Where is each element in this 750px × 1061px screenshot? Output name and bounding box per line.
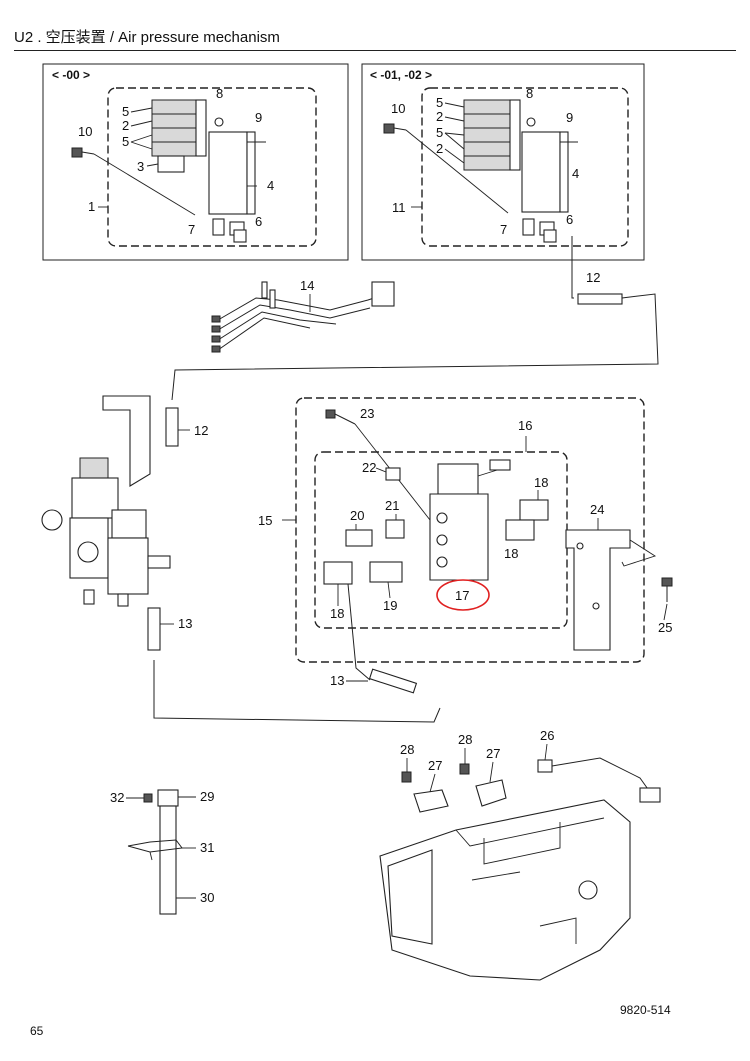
- hose-12-right: [571, 236, 574, 299]
- callout-16: 16: [518, 418, 532, 433]
- callout-15: 15: [258, 513, 272, 528]
- callout-left-1: 1: [88, 199, 95, 214]
- filter-regulator: [41, 395, 171, 607]
- callout-left-4: 4: [267, 178, 274, 193]
- callout-left-2: 2: [122, 118, 129, 133]
- variant-label-right: < -01, -02 >: [370, 68, 432, 82]
- clamps: [401, 763, 507, 813]
- solenoid-valve: [429, 459, 511, 581]
- hose-13-middle: [347, 583, 371, 681]
- page-number: 65: [30, 1024, 44, 1038]
- callout-12-left: 12: [194, 423, 208, 438]
- callout-left-7: 7: [188, 222, 195, 237]
- callout-19: 19: [383, 598, 397, 613]
- callout-27a: 27: [428, 758, 442, 773]
- callout-21: 21: [385, 498, 399, 513]
- callout-right-6: 6: [566, 212, 573, 227]
- callout-left-10: 10: [78, 124, 92, 139]
- callout-20: 20: [350, 508, 364, 523]
- callout-31: 31: [200, 840, 214, 855]
- callout-28b: 28: [458, 732, 472, 747]
- callout-29: 29: [200, 789, 214, 804]
- variant-subgroup-left: [107, 87, 317, 247]
- callout-17: 17: [455, 588, 469, 603]
- cylinder-right: [521, 117, 578, 213]
- callout-30: 30: [200, 890, 214, 905]
- title-divider: [14, 50, 736, 51]
- callout-23: 23: [360, 406, 374, 421]
- callouts-bed: 28 28 27 27 26: [400, 728, 554, 793]
- variant-frame-right: [361, 63, 645, 261]
- callout-25: 25: [658, 620, 672, 635]
- callout-right-5b: 5: [436, 125, 443, 140]
- tube-13-left: [147, 607, 161, 651]
- valve-outer-group: [295, 397, 645, 663]
- callout-right-5a: 5: [436, 95, 443, 110]
- mounting-bracket: [565, 529, 673, 651]
- callout-right-2b: 2: [436, 141, 443, 156]
- callout-32: 32: [110, 790, 124, 805]
- callout-right-7: 7: [500, 222, 507, 237]
- variant-frame-left: [42, 63, 349, 261]
- callout-right-2a: 2: [436, 109, 443, 124]
- callout-12-right: 12: [586, 270, 600, 285]
- callout-left-5a: 5: [122, 104, 129, 119]
- callout-13-middle: 13: [330, 673, 344, 688]
- callout-left-8: 8: [216, 86, 223, 101]
- callouts-right: 10 5 2 5 2 8 9 4 11 7 6: [391, 86, 579, 237]
- callouts-knob: 32 29 31 30: [110, 789, 214, 905]
- callout-18c: 18: [330, 606, 344, 621]
- wire-harness: [211, 281, 395, 353]
- callout-28a: 28: [400, 742, 414, 757]
- valve-stack-right: [463, 99, 521, 171]
- valve-stack-left: [151, 99, 207, 173]
- callout-24: 24: [590, 502, 604, 517]
- document-code: 9820-514: [620, 1003, 671, 1017]
- cable-26: [537, 757, 661, 803]
- callout-right-8: 8: [526, 86, 533, 101]
- callout-left-3: 3: [137, 159, 144, 174]
- variant-subgroup-right: [421, 87, 629, 247]
- callouts-left: 5 2 5 3 8 9 4 10 1 7 6: [78, 86, 274, 237]
- cylinder-left: [208, 117, 266, 215]
- callout-left-9: 9: [255, 110, 262, 125]
- valve-fittings: [323, 409, 549, 585]
- callout-14: 14: [300, 278, 314, 293]
- callout-left-5b: 5: [122, 134, 129, 149]
- callout-left-6: 6: [255, 214, 262, 229]
- variant-label-left: < -00 >: [52, 68, 90, 82]
- callouts-valve: 23 16 22 21 20 18 18 15 24 19 17 18 25: [258, 406, 672, 635]
- callout-right-11: 11: [392, 200, 406, 215]
- tube-12-right: [577, 293, 623, 305]
- fittings-left: [212, 218, 247, 243]
- callout-18b: 18: [504, 546, 518, 561]
- page-title: U2 . 空压装置 / Air pressure mechanism: [14, 29, 280, 46]
- callout-right-4: 4: [572, 166, 579, 181]
- callout-27b: 27: [486, 746, 500, 761]
- tube-12-left: [165, 407, 179, 447]
- screw-right: [383, 123, 509, 214]
- screw-left: [71, 147, 196, 216]
- highlight-circle: [436, 579, 490, 611]
- fittings-right: [522, 218, 557, 243]
- callout-26: 26: [540, 728, 554, 743]
- callout-right-9: 9: [566, 110, 573, 125]
- knob-rod: [127, 789, 183, 915]
- callout-18a: 18: [534, 475, 548, 490]
- callout-right-10: 10: [391, 101, 405, 116]
- callout-22: 22: [362, 460, 376, 475]
- casting-body: [379, 799, 631, 981]
- tube-13-middle: [368, 668, 418, 694]
- callout-13-left: 13: [178, 616, 192, 631]
